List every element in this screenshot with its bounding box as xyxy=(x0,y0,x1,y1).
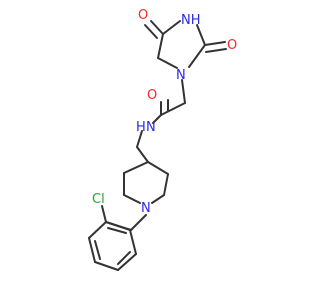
bond-ar-inner-2 xyxy=(117,251,131,265)
bond-n3-c2 xyxy=(196,24,206,46)
bond-ch2-c4pip xyxy=(136,146,149,163)
atom-n-piperidine: N xyxy=(141,201,151,216)
bond-pip-3 xyxy=(151,194,165,204)
bond-ar-6 xyxy=(105,221,131,231)
bond-ar-inner-1 xyxy=(94,240,101,260)
bond-n-ch2 xyxy=(136,130,143,148)
bond-co-n xyxy=(152,114,162,124)
bond-c4-o-b xyxy=(144,24,158,39)
bond-c4-n3 xyxy=(162,20,181,35)
atom-n-ring: N xyxy=(176,68,186,83)
bond-c2-n1 xyxy=(188,44,206,68)
molecule-diagram: NH O O N O N H N Cl xyxy=(88,8,238,271)
bond-ar-1 xyxy=(88,221,107,239)
bond-pip-6 xyxy=(123,161,149,174)
structure-svg: NH O O N O N H N Cl xyxy=(88,8,237,271)
bond-c5-c4 xyxy=(157,33,164,59)
bond-n1-c5 xyxy=(157,57,178,69)
bond-npip-ch2 xyxy=(130,214,147,231)
atom-n-amide: N xyxy=(146,120,156,135)
atom-o-amide: O xyxy=(147,88,157,103)
atom-cl: Cl xyxy=(92,192,105,207)
atom-nh: NH xyxy=(181,13,201,28)
bond-pip-2 xyxy=(163,173,169,196)
bond-c4-o-a xyxy=(150,20,164,35)
atom-o-right: O xyxy=(227,38,237,53)
atom-h-amide: H xyxy=(136,120,146,135)
bond-pip-1 xyxy=(147,161,169,175)
bond-ar-5 xyxy=(129,229,137,255)
bond-c2-o-b xyxy=(205,48,227,53)
bond-c2-o-a xyxy=(204,41,226,46)
bond-ar-inner-3 xyxy=(107,227,127,234)
atom-o-top: O xyxy=(138,8,148,23)
bond-ar-3 xyxy=(94,261,119,271)
bond-pip-4 xyxy=(123,194,141,204)
bond-n1-ch2 xyxy=(181,79,186,104)
bond-ar-4 xyxy=(117,253,137,271)
bond-ar-2 xyxy=(88,237,96,263)
bond-ar-cl xyxy=(101,205,107,223)
bond-ch2-co xyxy=(160,102,186,116)
